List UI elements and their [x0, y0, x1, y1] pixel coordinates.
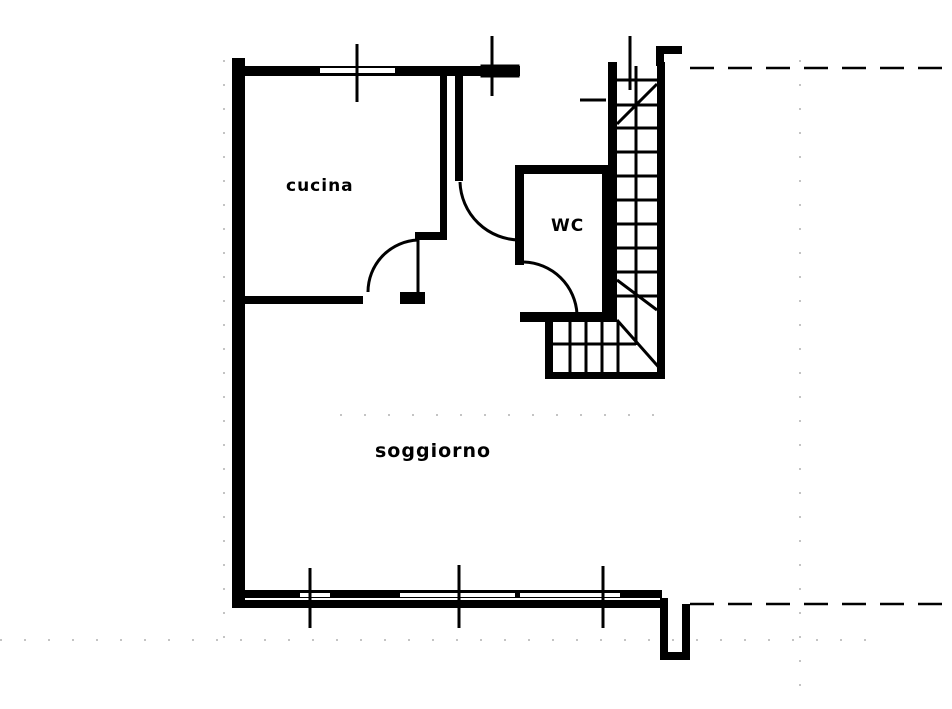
boundary-dashed-lines [690, 66, 952, 606]
doors [366, 98, 606, 315]
room-label-bathroom: WC [551, 216, 585, 236]
room-label-living: soggiorno [375, 440, 492, 462]
walls [232, 46, 690, 660]
faint-guide-lines [0, 60, 870, 700]
staircase [553, 66, 665, 373]
window-marks [308, 36, 632, 628]
room-label-kitchen: cucina [286, 176, 354, 196]
